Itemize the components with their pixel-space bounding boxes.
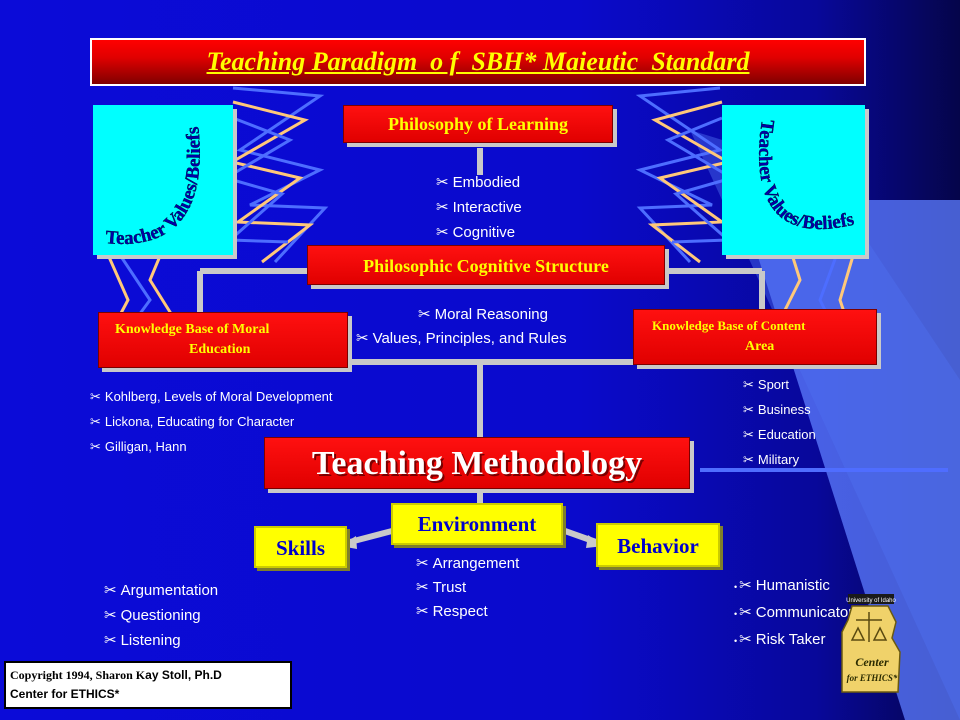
scissors-icon: ✂ bbox=[416, 579, 429, 596]
scissors-icon: ✂ bbox=[90, 439, 101, 454]
list-item: ✂Military bbox=[743, 452, 800, 467]
list-item: •✂Humanistic bbox=[734, 577, 830, 594]
list-item: ✂Kohlberg, Levels of Moral Development bbox=[90, 389, 333, 404]
page-title: Teaching Paradigm o f SBH* Maieutic Stan… bbox=[206, 47, 750, 76]
list-item: ✂Listening bbox=[104, 632, 181, 649]
environment-list: ✂Arrangement ✂Trust ✂Respect bbox=[416, 552, 519, 624]
skills-label: Skills bbox=[275, 536, 326, 560]
scissors-icon: ✂ bbox=[743, 427, 754, 442]
list-item: •✂Communicator bbox=[734, 604, 854, 621]
copyright-box: Copyright 1994, Sharon Kay Stoll, Ph.D C… bbox=[4, 661, 292, 709]
scissors-icon: ✂ bbox=[743, 452, 754, 467]
content-area-box: Knowledge Base of Content Area bbox=[633, 309, 877, 365]
svg-text:Teacher Values/Beliefs: Teacher Values/Beliefs bbox=[754, 119, 856, 235]
moral-education-label-line1: Knowledge Base of Moral bbox=[115, 322, 270, 337]
copyright-line2: Center for ETHICS* bbox=[10, 687, 120, 701]
moral-education-box: Knowledge Base of Moral Education bbox=[98, 312, 348, 368]
moral-education-list: ✂Kohlberg, Levels of Moral Development ✂… bbox=[90, 384, 333, 459]
teacher-values-left-label: Teacher Values/Beliefs bbox=[105, 126, 205, 250]
scissors-icon: ✂ bbox=[743, 402, 754, 417]
scissors-icon: ✂ bbox=[104, 632, 117, 649]
environment-label: Environment bbox=[417, 512, 537, 536]
list-item: ✂Respect bbox=[416, 603, 488, 620]
teacher-values-right-label: Teacher Values/Beliefs bbox=[754, 118, 856, 234]
logo-main-text-2: for ETHICS* bbox=[847, 673, 898, 683]
scissors-icon: ✂ bbox=[104, 582, 117, 599]
copyright-line1: Copyright 1994, Sharon Kay Stoll, Ph.D bbox=[10, 668, 222, 682]
list-item: ✂Sport bbox=[743, 377, 789, 392]
philosophy-of-learning-box: Philosophy of Learning bbox=[343, 105, 613, 143]
environment-box: Environment bbox=[391, 503, 563, 545]
scissors-icon: ✂ bbox=[436, 199, 449, 216]
scissors-icon: ✂ bbox=[356, 330, 369, 347]
logo-top-text: University of Idaho bbox=[846, 598, 896, 604]
list-item: ✂Embodied bbox=[436, 174, 521, 191]
scissors-icon: ✂ bbox=[104, 607, 117, 624]
teaching-methodology-label: Teaching Methodology bbox=[311, 445, 643, 482]
behavior-box: Behavior bbox=[596, 523, 720, 567]
teacher-values-right-arc: Teacher Values/Beliefs bbox=[754, 118, 856, 235]
list-item: •✂Risk Taker bbox=[734, 631, 826, 648]
scissors-icon: ✂ bbox=[743, 377, 754, 392]
list-item: ✂Gilligan, Hann bbox=[90, 439, 187, 454]
list-item: ✂Business bbox=[743, 402, 811, 417]
teacher-values-right-box: Teacher Values/Beliefs bbox=[722, 105, 865, 255]
list-item: ✂Moral Reasoning bbox=[418, 306, 548, 323]
title-bar: Teaching Paradigm o f SBH* Maieutic Stan… bbox=[90, 38, 866, 86]
scissors-icon: ✂ bbox=[416, 555, 429, 572]
scissors-icon: ✂ bbox=[436, 224, 449, 241]
teacher-values-left-arc: Teacher Values/Beliefs bbox=[105, 126, 205, 250]
cognitive-structure-box: Philosophic Cognitive Structure bbox=[307, 245, 665, 285]
logo-main-text-1: Center bbox=[855, 655, 889, 669]
scissors-icon: ✂ bbox=[90, 389, 101, 404]
philosophy-of-learning-list: ✂Embodied ✂Interactive ✂Cognitive bbox=[436, 170, 522, 245]
skills-box: Skills bbox=[254, 526, 347, 568]
center-for-ethics-logo: University of Idaho Center for ETHICS* bbox=[838, 592, 904, 696]
scissors-icon: ✂ bbox=[739, 604, 752, 621]
cognitive-structure-label: Philosophic Cognitive Structure bbox=[363, 256, 609, 276]
list-item: ✂Education bbox=[743, 427, 816, 442]
svg-text:Teacher Values/Beliefs: Teacher Values/Beliefs bbox=[105, 126, 205, 249]
scissors-icon: ✂ bbox=[739, 631, 752, 648]
philosophy-of-learning-label: Philosophy of Learning bbox=[387, 114, 569, 134]
teacher-values-left-box: Teacher Values/Beliefs bbox=[93, 105, 233, 255]
list-item: ✂Argumentation bbox=[104, 582, 219, 599]
content-area-list: ✂Sport ✂Business ✂Education ✂Military bbox=[743, 372, 816, 472]
teaching-methodology-box: Teaching Methodology bbox=[264, 437, 690, 489]
scissors-icon: ✂ bbox=[739, 577, 752, 594]
list-item: ✂Values, Principles, and Rules bbox=[356, 330, 567, 347]
cognitive-structure-list: ✂Moral Reasoning ✂Values, Principles, an… bbox=[356, 303, 567, 351]
list-item: ✂Arrangement bbox=[416, 555, 520, 572]
list-item: ✂Interactive bbox=[436, 199, 522, 216]
behavior-list: •✂Humanistic •✂Communicator •✂Risk Taker bbox=[734, 573, 853, 654]
skills-list: ✂Argumentation ✂Questioning ✂Listening bbox=[104, 578, 218, 653]
content-area-label-line2: Area bbox=[745, 339, 775, 354]
behavior-label: Behavior bbox=[617, 534, 699, 558]
moral-education-label-line2: Education bbox=[189, 342, 251, 357]
scissors-icon: ✂ bbox=[436, 174, 449, 191]
list-item: ✂Trust bbox=[416, 579, 467, 596]
scissors-icon: ✂ bbox=[90, 414, 101, 429]
list-item: ✂Cognitive bbox=[436, 224, 516, 241]
scissors-icon: ✂ bbox=[416, 603, 429, 620]
content-area-label-line1: Knowledge Base of Content bbox=[652, 318, 806, 333]
list-item: ✂Lickona, Educating for Character bbox=[90, 414, 295, 429]
scissors-icon: ✂ bbox=[418, 306, 431, 323]
list-item: ✂Questioning bbox=[104, 607, 201, 624]
